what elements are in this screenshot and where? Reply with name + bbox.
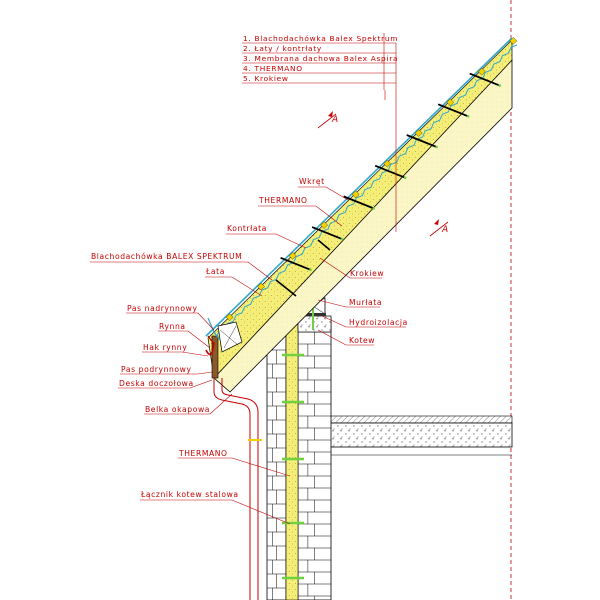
section-marker-top: A xyxy=(317,111,338,129)
legend-item-2: 2. Łaty / kontrłaty xyxy=(243,44,322,53)
svg-text:A: A xyxy=(441,225,448,235)
gutter xyxy=(205,335,215,356)
label-thermano-roof: THERMANO xyxy=(258,196,308,205)
label-under-gutter-strip: Pas podrynnowy xyxy=(121,365,192,374)
roof-battens xyxy=(225,37,518,321)
section-marker-bottom: A xyxy=(429,219,449,237)
label-gutter-hook: Hak rynny xyxy=(143,343,187,352)
fascia-board xyxy=(211,335,219,379)
label-screw: Wkręt xyxy=(299,177,325,186)
label-gutter: Rynna xyxy=(159,322,186,331)
ceiling-slab xyxy=(297,415,513,456)
legend: 1. Blachodachówka Balex Spektrum 2. Łaty… xyxy=(242,33,398,232)
label-roof-tile: Blachodachówka BALEX SPEKTRUM xyxy=(91,252,242,261)
legend-item-5: 5. Krokiew xyxy=(243,74,289,83)
eave-block xyxy=(217,321,243,353)
annotation-texts: Wkręt THERMANO Kontrłata Blachodachówka … xyxy=(91,177,408,499)
wall-ties xyxy=(282,353,304,580)
roof-tile-sheet xyxy=(210,44,518,341)
label-fascia-board: Deska doczołowa xyxy=(119,379,194,388)
legend-item-3: 3. Membrana dachowa Balex Aspira xyxy=(243,54,398,63)
annotations xyxy=(90,186,406,525)
label-steel-connector: Łącznik kotew stalowa xyxy=(140,490,239,499)
label-thermano-wall: THERMANO xyxy=(178,449,228,458)
label-drip-edge: Pas nadrynnowy xyxy=(127,304,198,313)
legend-item-4: 4. THERMANO xyxy=(243,64,303,73)
legend-item-1: 1. Blachodachówka Balex Spektrum xyxy=(243,34,398,43)
label-wall-plate: Murłata xyxy=(349,298,382,307)
svg-text:A: A xyxy=(331,115,338,125)
roof-membrane xyxy=(205,37,513,337)
label-eave-beam: Belka okapowa xyxy=(145,405,210,414)
downpipe xyxy=(213,378,262,600)
roof-screws xyxy=(275,72,502,297)
label-rafter: Krokiew xyxy=(350,269,384,278)
label-batten: Łata xyxy=(205,267,225,276)
wall-insulation xyxy=(285,299,299,600)
label-anchor: Kotew xyxy=(349,336,375,345)
label-counter-batten: Kontrłata xyxy=(227,224,267,233)
drip-edge xyxy=(207,317,221,341)
label-waterproofing: Hydroizolacja xyxy=(349,318,408,327)
